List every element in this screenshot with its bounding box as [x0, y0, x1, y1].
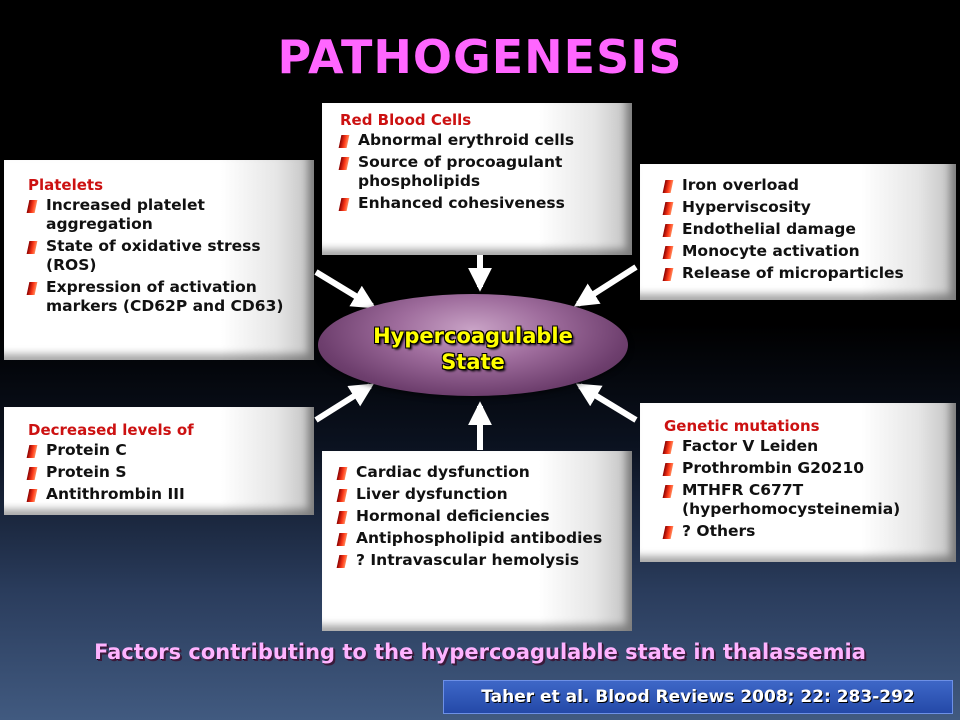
- center-label-line1: Hypercoagulable: [373, 324, 573, 348]
- list-item: Factor V Leiden: [662, 437, 950, 456]
- list-item: Increased platelet aggregation: [26, 196, 308, 234]
- decreased-box: Decreased levels of Protein C Protein S …: [4, 407, 314, 515]
- decreased-list: Protein C Protein S Antithrombin III: [26, 441, 308, 504]
- list-item: Liver dysfunction: [336, 485, 626, 504]
- list-item: Prothrombin G20210: [662, 459, 950, 478]
- list-item: Hormonal deficiencies: [336, 507, 626, 526]
- list-item: Release of microparticles: [662, 264, 950, 283]
- list-item: MTHFR C677T (hyperhomocysteinemia): [662, 481, 950, 519]
- list-item: Enhanced cohesiveness: [338, 194, 626, 213]
- arrow-from-decreased: [314, 383, 375, 423]
- iron-box: Iron overload Hyperviscosity Endothelial…: [640, 164, 956, 300]
- rbc-list: Abnormal erythroid cells Source of proco…: [338, 131, 626, 213]
- genetic-box: Genetic mutations Factor V Leiden Prothr…: [640, 403, 956, 562]
- hypercoagulable-state-node: [318, 294, 628, 396]
- list-item: Endothelial damage: [662, 220, 950, 239]
- decreased-heading: Decreased levels of: [28, 421, 194, 439]
- list-item: Monocyte activation: [662, 242, 950, 261]
- platelets-list: Increased platelet aggregation State of …: [26, 196, 308, 316]
- list-item: State of oxidative stress (ROS): [26, 237, 308, 275]
- list-item: Protein S: [26, 463, 308, 482]
- list-item: Expression of activation markers (CD62P …: [26, 278, 308, 316]
- platelets-heading: Platelets: [28, 176, 104, 194]
- list-item: Iron overload: [662, 176, 950, 195]
- list-item: Antithrombin III: [26, 485, 308, 504]
- citation: Taher et al. Blood Reviews 2008; 22: 283…: [443, 680, 953, 714]
- list-item: Antiphospholipid antibodies: [336, 529, 626, 548]
- slide-title: PATHOGENESIS: [277, 30, 683, 84]
- list-item: Source of procoagulant phospholipids: [338, 153, 626, 191]
- organ-box: Cardiac dysfunction Liver dysfunction Ho…: [322, 451, 632, 631]
- list-item: Protein C: [26, 441, 308, 460]
- center-label-line2: State: [441, 350, 505, 374]
- rbc-heading: Red Blood Cells: [340, 111, 472, 129]
- list-item: ? Intravascular hemolysis: [336, 551, 626, 570]
- center-label: Hypercoagulable State: [318, 323, 628, 375]
- organ-list: Cardiac dysfunction Liver dysfunction Ho…: [336, 463, 626, 570]
- list-item: Abnormal erythroid cells: [338, 131, 626, 150]
- caption: Factors contributing to the hypercoagula…: [94, 640, 866, 664]
- list-item: Hyperviscosity: [662, 198, 950, 217]
- iron-list: Iron overload Hyperviscosity Endothelial…: [662, 176, 950, 283]
- genetic-list: Factor V Leiden Prothrombin G20210 MTHFR…: [662, 437, 950, 541]
- arrow-from-genetic: [575, 383, 638, 423]
- rbc-box: Red Blood Cells Abnormal erythroid cells…: [322, 103, 632, 255]
- list-item: Cardiac dysfunction: [336, 463, 626, 482]
- genetic-heading: Genetic mutations: [664, 417, 820, 435]
- platelets-box: Platelets Increased platelet aggregation…: [4, 160, 314, 360]
- list-item: ? Others: [662, 522, 950, 541]
- arrow-from-platelets: [314, 269, 377, 309]
- arrow-from-iron: [573, 264, 638, 307]
